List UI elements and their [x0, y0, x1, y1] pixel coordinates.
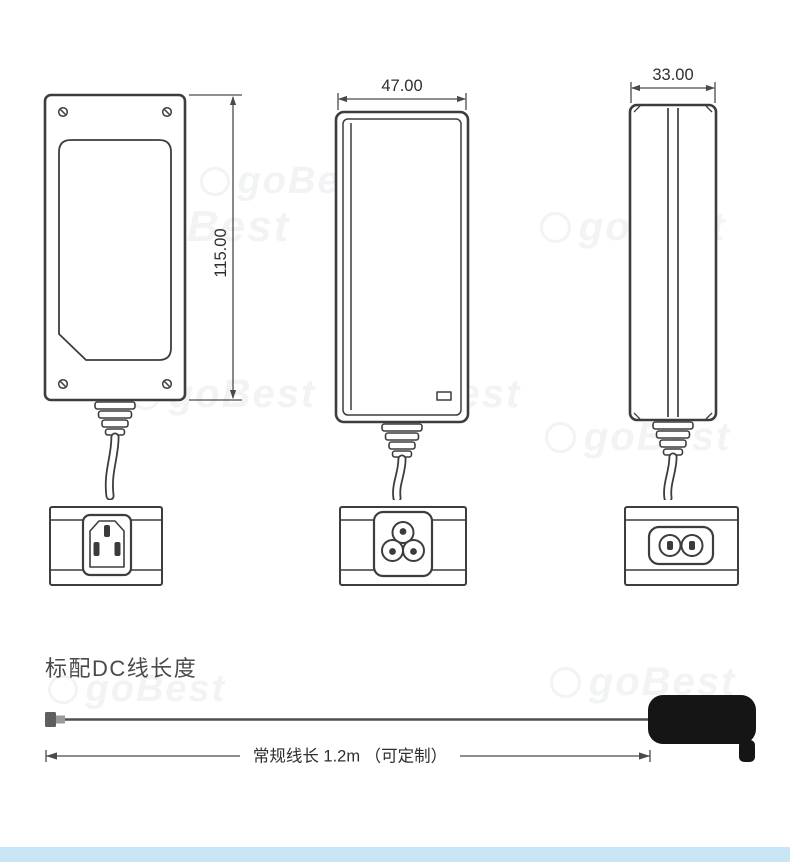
pin-slot	[104, 525, 110, 537]
edge-width-dimension: 33.00	[630, 66, 716, 103]
corner-chamfer-mark	[633, 105, 641, 113]
pin-slot	[93, 542, 100, 556]
front-view	[43, 93, 187, 500]
screw-slot	[59, 380, 67, 388]
strain-relief-rib	[97, 410, 133, 419]
side-width-dimension-label: 47.00	[381, 77, 422, 95]
corner-chamfer-mark	[705, 105, 713, 113]
screw-icon	[57, 378, 69, 390]
strain-relief-rib	[94, 401, 136, 410]
edge-view	[628, 103, 718, 500]
front-height-dimension: 115.00	[189, 94, 242, 401]
cable-assembly	[45, 695, 756, 762]
pin-slot	[689, 541, 695, 550]
screw-slot	[163, 108, 171, 116]
front-body-outline	[43, 93, 187, 402]
arrowhead-icon	[338, 95, 347, 103]
screw-slot	[59, 108, 67, 116]
arrowhead-icon	[457, 95, 466, 103]
screw-icon	[57, 106, 69, 118]
socket-c8	[624, 506, 739, 586]
dc-cable-length-heading: 标配DC线长度	[45, 656, 198, 681]
strain-relief-rib	[659, 439, 687, 448]
strain-relief-rib	[388, 441, 416, 450]
orthographic-views-drawing: 115.00 47.00	[43, 66, 718, 500]
socket-c14	[49, 506, 163, 586]
strain-relief-rib	[381, 423, 423, 432]
strain-relief-rib	[652, 421, 694, 430]
arrowhead-icon	[46, 752, 57, 760]
arrowhead-icon	[639, 752, 650, 760]
edge-strain-relief	[652, 421, 694, 456]
dc-plug-body	[648, 695, 756, 744]
side-width-dimension: 47.00	[337, 77, 467, 110]
arrowhead-icon	[631, 84, 640, 92]
side-strain-relief	[381, 423, 423, 458]
pin-slot	[667, 541, 673, 550]
side-view	[334, 110, 470, 500]
pin-hole	[399, 528, 407, 535]
pin-hole	[389, 548, 396, 555]
edge-body-outline	[628, 103, 718, 422]
cable-length-label: 常规线长 1.2m （可定制）	[253, 747, 447, 766]
socket-c6	[339, 506, 467, 586]
dc-cable-illustration: 常规线长 1.2m （可定制）	[45, 695, 756, 766]
pin-slot	[114, 542, 121, 556]
corner-chamfer-mark	[705, 412, 713, 420]
side-body-outline	[334, 110, 470, 424]
cable-end-ferrule	[56, 715, 65, 724]
screw-icon	[161, 378, 173, 390]
bottom-accent-bar	[0, 847, 790, 862]
edge-cable-core	[664, 454, 676, 500]
cable-length-dimension: 常规线长 1.2m （可定制）	[45, 747, 651, 766]
strain-relief-rib	[384, 432, 420, 441]
dc-plug-tip	[739, 740, 755, 762]
arrowhead-icon	[706, 84, 715, 92]
front-label-area	[58, 139, 172, 361]
pin-hole	[410, 548, 417, 555]
front-cable-core	[106, 434, 118, 499]
front-height-dimension-label: 115.00	[212, 228, 230, 277]
edge-width-dimension-label: 33.00	[652, 66, 693, 84]
side-cable-core	[393, 456, 405, 500]
side-indicator-window	[436, 391, 452, 401]
strain-relief-rib	[101, 419, 129, 428]
inlet-bezel	[81, 513, 133, 577]
front-strain-relief	[94, 401, 136, 436]
corner-chamfer-mark	[633, 412, 641, 420]
side-shell-seam	[342, 118, 462, 416]
inlet-sockets-drawing	[49, 506, 739, 586]
screw-slot	[163, 380, 171, 388]
strain-relief-rib	[655, 430, 691, 439]
inlet-recess	[89, 520, 125, 568]
arrowhead-icon	[229, 390, 237, 399]
arrowhead-icon	[229, 96, 237, 105]
cable-end-connector	[45, 712, 56, 727]
screw-icon	[161, 106, 173, 118]
front-screws	[57, 106, 173, 390]
